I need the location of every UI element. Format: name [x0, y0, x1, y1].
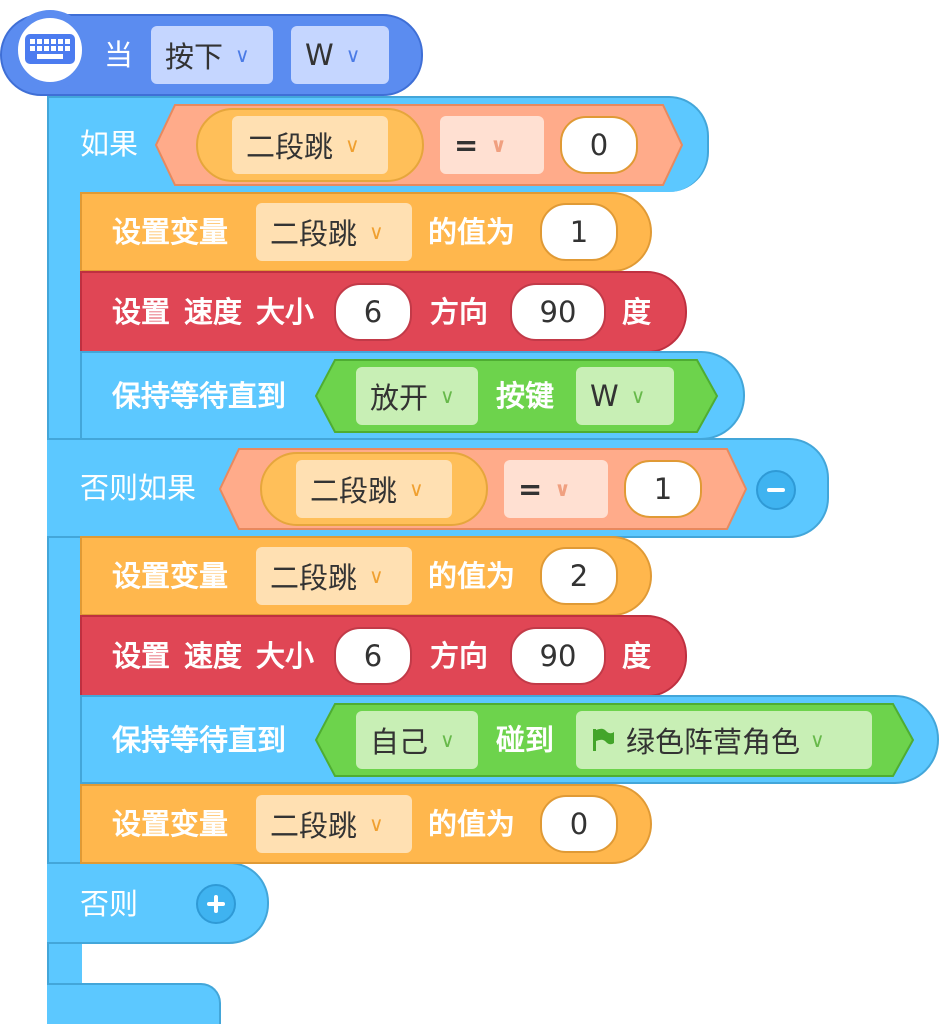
wait-until-label-2: 保持等待直到 [112, 723, 287, 757]
chevron-down-icon: ∨ [440, 384, 455, 408]
key-dropdown[interactable]: W∨ [576, 367, 674, 425]
chevron-down-icon: ∨ [369, 220, 384, 244]
chevron-down-icon: ∨ [810, 728, 825, 752]
speed-dir-label-2: 方向 [430, 639, 489, 673]
chevron-down-icon: ∨ [409, 477, 424, 501]
elseif-value-input[interactable]: 1 [624, 460, 702, 518]
set-speed-label-2b: 速度 [184, 639, 243, 673]
set-var-mid-2: 的值为 [428, 559, 516, 593]
elseif-label: 否则如果 [80, 471, 197, 505]
set-speed-label-1c: 大小 [256, 295, 315, 329]
elseif-op-dropdown[interactable]: =∨ [504, 460, 608, 518]
key-label: 按键 [496, 379, 555, 413]
touch-object-value: 绿色阵营角色 [626, 725, 801, 759]
set-var-mid-3: 的值为 [428, 807, 516, 841]
if-else-footer [47, 983, 221, 1024]
speed-unit-2: 度 [622, 639, 652, 673]
speed-size-input-2[interactable]: 6 [334, 627, 412, 685]
hat-key-value: W [305, 38, 334, 72]
key-value: W [590, 379, 619, 413]
chevron-down-icon: ∨ [345, 133, 360, 157]
elseif-var-value: 二段跳 [310, 474, 398, 508]
wait-until-label-1: 保持等待直到 [112, 379, 287, 413]
touch-target-value: 自己 [370, 725, 429, 759]
chevron-down-icon: ∨ [345, 43, 361, 67]
elseif-var-dropdown[interactable]: 二段跳 ∨ [296, 460, 452, 518]
touch-object-dropdown[interactable]: 绿色阵营角色 ∨ [576, 711, 872, 769]
set-var-value-1: 二段跳 [270, 217, 358, 251]
set-speed-label-2c: 大小 [256, 639, 315, 673]
hat-key-dropdown[interactable]: W∨ [291, 26, 389, 84]
set-var-value-3: 二段跳 [270, 809, 358, 843]
flag-icon [593, 728, 614, 751]
chevron-down-icon: ∨ [369, 564, 384, 588]
set-speed-label-2a: 设置 [112, 639, 171, 673]
chevron-down-icon: ∨ [369, 812, 384, 836]
plus-icon[interactable] [196, 884, 236, 924]
if-label: 如果 [80, 127, 139, 161]
set-var-dropdown-2[interactable]: 二段跳 ∨ [256, 547, 412, 605]
hat-event-dropdown[interactable]: 按下 ∨ [151, 26, 273, 84]
touch-target-dropdown[interactable]: 自己 ∨ [356, 711, 478, 769]
touch-label: 碰到 [496, 723, 555, 757]
set-var-value-2: 二段跳 [270, 561, 358, 595]
set-var-label-2: 设置变量 [112, 559, 229, 593]
chevron-down-icon: ∨ [440, 728, 455, 752]
key-action-value: 放开 [370, 381, 429, 415]
speed-dir-label-1: 方向 [430, 295, 489, 329]
set-var-mid-1: 的值为 [428, 215, 516, 249]
elseif-op-value: = [518, 472, 543, 506]
chevron-down-icon: ∨ [490, 133, 507, 157]
if-var-value: 二段跳 [246, 130, 334, 164]
set-var-label-1: 设置变量 [112, 215, 229, 249]
if-op-value: = [454, 128, 479, 162]
chevron-down-icon: ∨ [630, 384, 646, 408]
keyboard-icon [25, 34, 75, 64]
set-var-input-2[interactable]: 2 [540, 547, 618, 605]
if-value-input[interactable]: 0 [560, 116, 638, 174]
speed-unit-1: 度 [622, 295, 652, 329]
set-speed-label-1b: 速度 [184, 295, 243, 329]
speed-size-input-1[interactable]: 6 [334, 283, 412, 341]
minus-icon[interactable] [756, 470, 796, 510]
set-var-dropdown-3[interactable]: 二段跳 ∨ [256, 795, 412, 853]
hat-event-value: 按下 [165, 40, 224, 74]
key-action-dropdown[interactable]: 放开 ∨ [356, 367, 478, 425]
chevron-down-icon: ∨ [554, 477, 571, 501]
hat-label: 当 [104, 38, 134, 72]
set-var-dropdown-1[interactable]: 二段跳 ∨ [256, 203, 412, 261]
speed-dir-input-1[interactable]: 90 [510, 283, 606, 341]
set-speed-label-1a: 设置 [112, 295, 171, 329]
set-var-input-1[interactable]: 1 [540, 203, 618, 261]
set-var-input-3[interactable]: 0 [540, 795, 618, 853]
if-op-dropdown[interactable]: =∨ [440, 116, 544, 174]
speed-dir-input-2[interactable]: 90 [510, 627, 606, 685]
else-label: 否则 [80, 887, 139, 921]
chevron-down-icon: ∨ [235, 43, 250, 67]
if-var-dropdown[interactable]: 二段跳 ∨ [232, 116, 388, 174]
set-var-label-3: 设置变量 [112, 807, 229, 841]
